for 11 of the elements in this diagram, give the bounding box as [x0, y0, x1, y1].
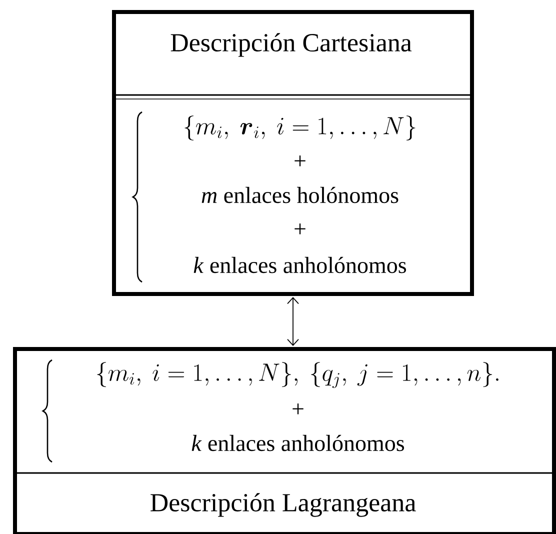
constraint-text: k enlaces anholónomos — [194, 256, 406, 274]
plus-sign: + — [294, 156, 306, 166]
plus-sign: + — [294, 224, 306, 234]
box-heading: Descripción Lagrangeana — [150, 493, 416, 517]
constraint-text: m enlaces holónomos — [202, 186, 398, 204]
double-arrow — [287, 296, 299, 346]
plus-sign: + — [292, 403, 304, 414]
constraint-text: k enlaces anholónomos — [192, 434, 404, 452]
formula: $\{m_i,\ i=1,\ldots,N\},\ \{q_j,\ j=1,\ldots,n\}.$ — [97, 362, 498, 388]
box-heading: Descripción Cartesiana — [170, 33, 412, 57]
formula: $\{m_i,\ \boldsymbol{r}_i,\ i=1,\ldots,N\}$ — [184, 116, 416, 140]
